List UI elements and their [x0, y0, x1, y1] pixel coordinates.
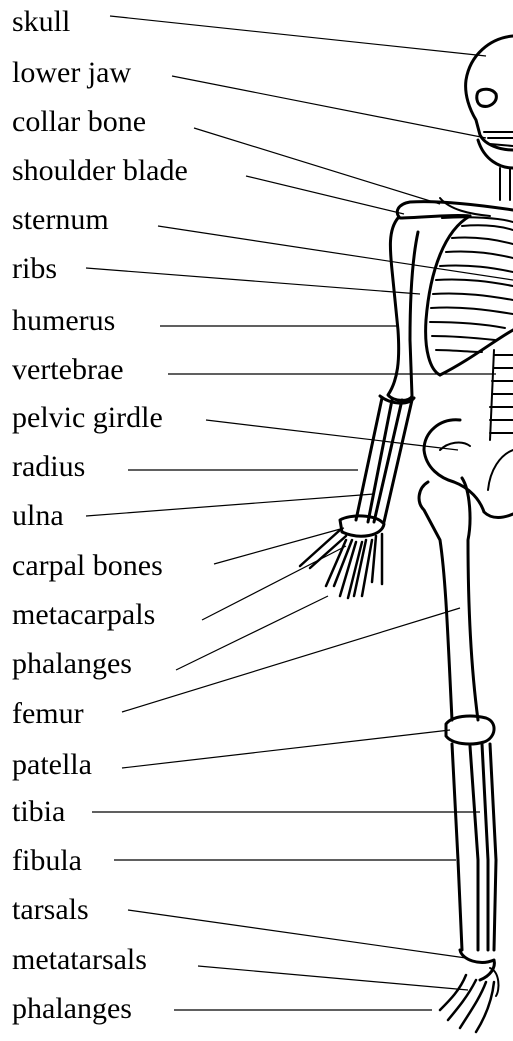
- label-metacarpals: metacarpals: [12, 598, 155, 632]
- label-vertebrae: vertebrae: [12, 353, 124, 387]
- label-humerus: humerus: [12, 304, 115, 338]
- label-collar-bone: collar bone: [12, 105, 146, 139]
- label-lower-jaw: lower jaw: [12, 56, 131, 90]
- label-sternum: sternum: [12, 203, 109, 237]
- label-ribs: ribs: [12, 252, 57, 286]
- label-shoulder-blade: shoulder blade: [12, 154, 188, 188]
- label-tarsals: tarsals: [12, 893, 89, 927]
- label-skull: skull: [12, 5, 70, 39]
- label-radius: radius: [12, 450, 85, 484]
- label-fibula: fibula: [12, 844, 82, 878]
- label-tibia: tibia: [12, 795, 65, 829]
- label-metatarsals: metatarsals: [12, 943, 147, 977]
- label-phalanges-foot: phalanges: [12, 992, 132, 1026]
- label-carpal-bones: carpal bones: [12, 549, 163, 583]
- label-ulna: ulna: [12, 499, 64, 533]
- label-phalanges-hand: phalanges: [12, 647, 132, 681]
- label-femur: femur: [12, 697, 84, 731]
- label-patella: patella: [12, 748, 92, 782]
- label-pelvic-girdle: pelvic girdle: [12, 401, 163, 435]
